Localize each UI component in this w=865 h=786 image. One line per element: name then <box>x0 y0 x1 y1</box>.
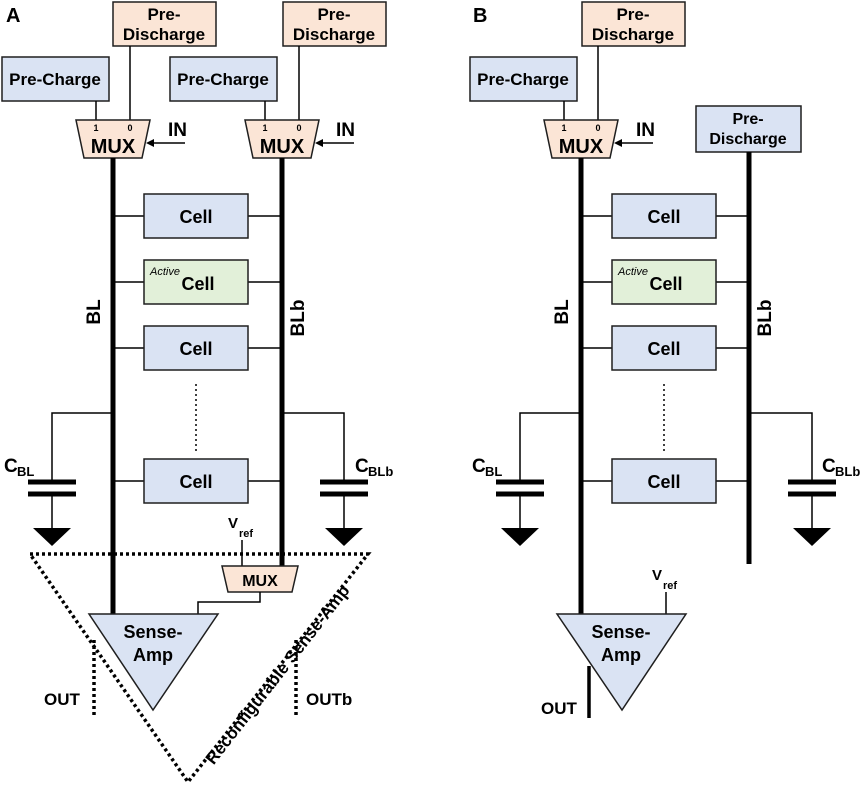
left-mux-in1: 1 <box>93 123 98 133</box>
b-sense-amp-label-2: Amp <box>601 645 641 665</box>
ground-icon <box>501 528 539 546</box>
right-predischarge-label-2: Discharge <box>293 25 375 44</box>
right-mux-label: MUX <box>260 136 305 158</box>
cell-label: Cell <box>179 339 212 359</box>
b-cblb-wire <box>749 412 813 480</box>
sense-mux-label: MUX <box>242 573 278 590</box>
sense-amp-label-1: Sense- <box>123 622 182 642</box>
b-mux-in1: 1 <box>561 123 566 133</box>
cblb-label: C <box>355 456 369 477</box>
cell-box <box>143 458 249 504</box>
right-mux-in0: 0 <box>296 123 301 133</box>
active-cell-label: Cell <box>649 274 682 294</box>
b-predischarge-top-box <box>581 1 686 47</box>
b-predischarge-right-label-2: Discharge <box>709 131 786 148</box>
sense-amp <box>87 613 220 712</box>
b-vref-label-sub: ref <box>663 580 677 592</box>
b-predischarge-right-label-1: Pre- <box>732 111 763 128</box>
bl-label: BL <box>84 299 105 325</box>
b-cblb-label: C <box>822 456 836 477</box>
sense-mux <box>221 565 299 593</box>
b-mux <box>543 119 619 159</box>
reconfigurable-label: Reconfigurable Sense-Amp <box>202 581 354 768</box>
cell-label: Cell <box>647 207 680 227</box>
active-cell-box <box>611 259 717 305</box>
cell-box <box>143 325 249 371</box>
left-mux <box>75 119 151 159</box>
b-cbl-wire <box>519 412 581 480</box>
panel-b-label: B <box>473 5 487 27</box>
cblb-wire <box>282 412 345 480</box>
panel-a-label: A <box>6 5 20 27</box>
left-mux-in0: 0 <box>127 123 132 133</box>
left-in-arrowhead <box>146 139 154 147</box>
b-cbl-label-sub: BL <box>485 464 502 479</box>
right-predischarge-box <box>282 1 387 47</box>
reconfigurable-region <box>26 552 372 785</box>
left-precharge-box <box>1 56 110 102</box>
active-cell-label: Cell <box>181 274 214 294</box>
b-mux-in0: 0 <box>595 123 600 133</box>
blb-label: BLb <box>288 300 309 337</box>
right-precharge-label: Pre-Charge <box>177 70 269 89</box>
b-precharge-box <box>469 56 578 102</box>
right-mux-in1: 1 <box>262 123 267 133</box>
vref-label: V <box>228 515 238 532</box>
ground-icon <box>793 528 831 546</box>
left-in-label: IN <box>168 120 187 141</box>
b-blb-label: BLb <box>755 300 776 337</box>
left-mux-label: MUX <box>91 136 136 158</box>
left-predischarge-label-1: Pre- <box>147 5 180 24</box>
active-cell-box <box>143 259 249 305</box>
right-mux <box>244 119 320 159</box>
cell-label: Cell <box>179 207 212 227</box>
b-sense-amp-label-1: Sense- <box>591 622 650 642</box>
cell-box <box>611 193 717 239</box>
right-in-label: IN <box>336 120 355 141</box>
left-predischarge-label-2: Discharge <box>123 25 205 44</box>
active-cell-prefix: Active <box>617 266 648 278</box>
cell-box <box>143 193 249 239</box>
b-in-arrowhead <box>614 139 622 147</box>
cell-box <box>611 458 717 504</box>
sense-mux-wire <box>197 592 261 614</box>
sense-amp-label-2: Amp <box>133 645 173 665</box>
b-mux-label: MUX <box>559 136 604 158</box>
cell-label: Cell <box>647 339 680 359</box>
b-cbl-label: C <box>472 456 486 477</box>
cbl-label-sub: BL <box>17 464 34 479</box>
active-cell-prefix: Active <box>149 266 180 278</box>
outb-label: OUTb <box>306 690 352 709</box>
out-label: OUT <box>44 690 81 709</box>
cblb-label-sub: BLb <box>368 464 393 479</box>
ground-icon <box>325 528 363 546</box>
cell-label: Cell <box>179 472 212 492</box>
b-out-label: OUT <box>541 699 578 718</box>
b-predischarge-top-label-1: Pre- <box>616 5 649 24</box>
panel-a: A Pre- Discharge Pre- Discharge Pre-Char… <box>1 1 393 785</box>
right-predischarge-label-1: Pre- <box>317 5 350 24</box>
b-vref-label: V <box>652 567 662 584</box>
b-precharge-label: Pre-Charge <box>477 70 569 89</box>
panel-b: B Pre- Discharge Pre-Charge 1 0 MUX IN P… <box>469 1 860 718</box>
cell-box <box>611 325 717 371</box>
b-predischarge-top-label-2: Discharge <box>592 25 674 44</box>
b-in-label: IN <box>636 120 655 141</box>
b-cblb-label-sub: BLb <box>835 464 860 479</box>
b-bl-label: BL <box>552 299 573 325</box>
right-in-arrowhead <box>315 139 323 147</box>
left-precharge-label: Pre-Charge <box>9 70 101 89</box>
cbl-label: C <box>4 456 18 477</box>
cbl-wire <box>51 412 113 480</box>
ground-icon <box>33 528 71 546</box>
vref-label-sub: ref <box>239 528 253 540</box>
right-precharge-box <box>169 56 278 102</box>
cell-label: Cell <box>647 472 680 492</box>
b-sense-amp <box>555 613 688 712</box>
left-predischarge-box <box>112 1 217 47</box>
